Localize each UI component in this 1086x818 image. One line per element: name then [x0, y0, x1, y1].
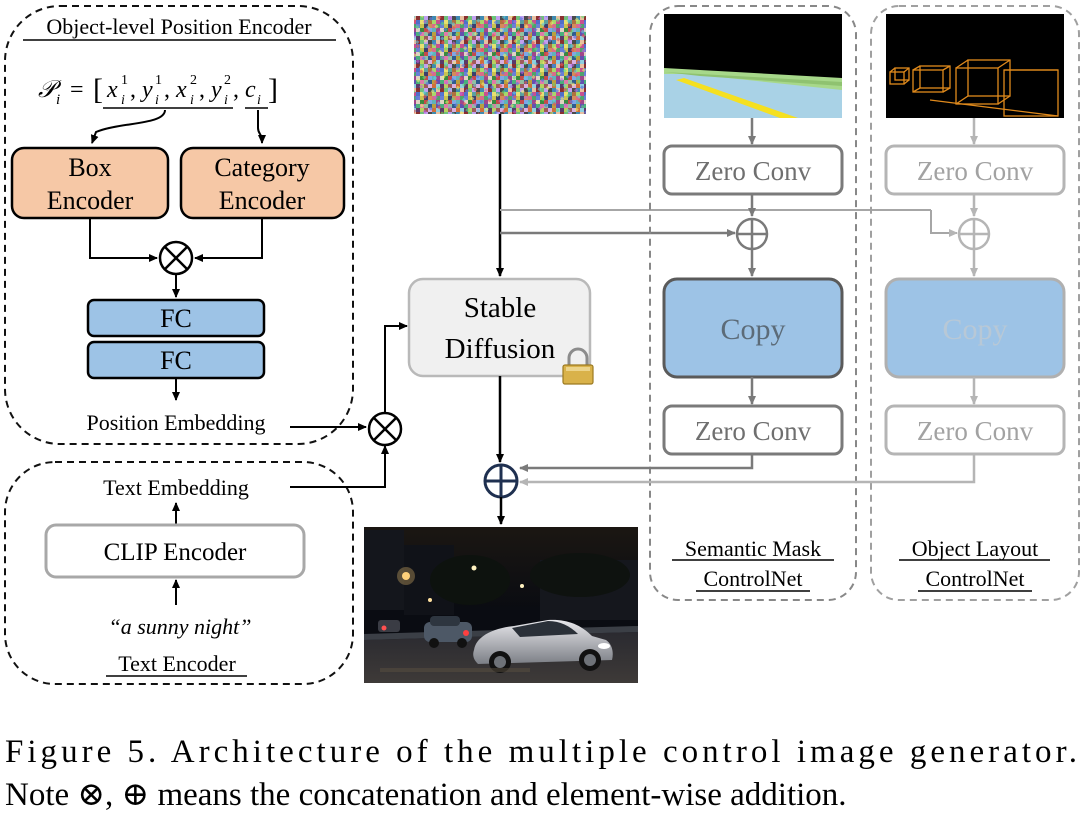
formula-c: c	[245, 77, 256, 103]
position-encoder-group: Object-level Position Encoder 𝒫 i = [ x …	[4, 5, 354, 445]
layout-zero-conv-top-label: Zero Conv	[917, 156, 1034, 186]
layout-controlnet-group: Zero Conv Copy Zero Conv Object Layout C…	[870, 5, 1080, 601]
arrow-concat-to-stable-diffusion	[384, 322, 408, 413]
circled-plus-icon	[483, 463, 519, 499]
box-encoder-label-1: Box	[68, 153, 111, 182]
circled-plus-icon	[735, 217, 769, 251]
formula-x1-sub: i	[121, 93, 125, 108]
semantic-controlnet-dashed-frame	[649, 5, 857, 601]
semantic-controlnet-label-1: Semantic Mask	[685, 536, 821, 561]
formula-y1-sub: i	[155, 93, 159, 108]
semantic-controlnet-label-2: ControlNet	[704, 566, 803, 591]
embedding-merge	[290, 322, 408, 488]
fc-label-2: FC	[160, 346, 192, 375]
text-encoder-dashed-frame	[4, 461, 354, 685]
clip-encoder-label: CLIP Encoder	[104, 539, 247, 566]
position-encoder-title: Object-level Position Encoder	[46, 14, 312, 39]
formula-x1-sup: 1	[121, 73, 128, 88]
semantic-controlnet-group: Zero Conv Copy Zero Conv Semantic Mask C…	[649, 5, 857, 601]
formula-x1: x	[106, 77, 118, 103]
arrow-formula-to-box	[90, 109, 166, 144]
formula-comma-4: ,	[233, 77, 239, 103]
circled-times-icon	[158, 240, 194, 276]
arrow-text-embedding-to-concat	[290, 445, 389, 488]
semantic-zero-conv-top-label: Zero Conv	[695, 156, 812, 186]
formula-y1-sup: 1	[155, 73, 162, 88]
caption-line-1: Figure 5. Architecture of the multiple c…	[5, 734, 1077, 770]
fc-label-1: FC	[160, 304, 192, 333]
stable-diffusion-label-1: Stable	[464, 292, 537, 324]
formula-bracket-open: [	[93, 73, 103, 106]
stable-diffusion-label-2: Diffusion	[445, 333, 556, 365]
layout-controlnet-label-1: Object Layout	[912, 536, 1038, 561]
object-layout-image	[886, 14, 1064, 118]
text-prompt: “a sunny night”	[108, 614, 251, 639]
semantic-copy-label: Copy	[720, 313, 785, 346]
text-embedding-label: Text Embedding	[103, 475, 249, 500]
noise-input-image	[414, 16, 586, 114]
formula-bracket-close: ]	[268, 73, 278, 106]
category-encoder-label-2: Encoder	[219, 186, 306, 215]
arrow-box-to-concat	[89, 218, 158, 262]
circled-times-icon	[367, 411, 403, 447]
arrow-layout-zero-conv-to-output-add	[519, 454, 976, 486]
position-formula: 𝒫 i = [ x 1 i , y 1 i , x 2 i , y 2 i , …	[38, 73, 278, 108]
formula-c-sub: i	[257, 93, 261, 108]
position-embedding-label: Position Embedding	[86, 410, 265, 435]
text-encoder-title: Text Encoder	[118, 651, 236, 676]
circled-plus-icon	[957, 217, 991, 251]
formula-y2-sup: 2	[224, 73, 231, 88]
layout-controlnet-label-2: ControlNet	[926, 566, 1025, 591]
formula-y2-sub: i	[224, 93, 228, 108]
formula-y2: y	[209, 77, 222, 103]
arrow-branch-to-layout-add	[930, 210, 958, 237]
lock-icon	[562, 347, 594, 385]
arrow-category-to-concat	[194, 218, 263, 262]
formula-x2: x	[175, 77, 187, 103]
generated-night-image	[364, 527, 638, 683]
category-encoder-label-1: Category	[214, 153, 309, 182]
fc-block-1	[86, 298, 266, 338]
text-encoder-group: Text Embedding CLIP Encoder “a sunny nig…	[4, 461, 354, 685]
arrow-formula-to-category	[257, 110, 266, 144]
arrow-semantic-zero-conv-to-output-add	[519, 454, 754, 472]
layout-controlnet-dashed-frame	[870, 5, 1080, 601]
stable-diffusion-block-group: Stable Diffusion	[407, 277, 594, 385]
box-encoder-label-2: Encoder	[47, 186, 134, 215]
position-encoder-dashed-frame	[4, 5, 354, 445]
formula-x2-sub: i	[190, 93, 194, 108]
formula-y1: y	[140, 77, 153, 103]
formula-comma-3: ,	[199, 77, 205, 103]
layout-zero-conv-bottom-label: Zero Conv	[917, 416, 1034, 446]
formula-sub-i: i	[56, 92, 60, 108]
semantic-mask-image	[664, 14, 842, 118]
formula-x2-sup: 2	[190, 73, 197, 88]
caption-line-2: Note ⊗, ⊕ means the concatenation and el…	[5, 777, 847, 813]
semantic-zero-conv-bottom-label: Zero Conv	[695, 416, 812, 446]
formula-equals: =	[70, 77, 84, 103]
layout-copy-label: Copy	[942, 313, 1007, 346]
formula-comma-2: ,	[164, 77, 170, 103]
formula-comma-1: ,	[130, 77, 136, 103]
clip-encoder-block	[44, 523, 306, 579]
